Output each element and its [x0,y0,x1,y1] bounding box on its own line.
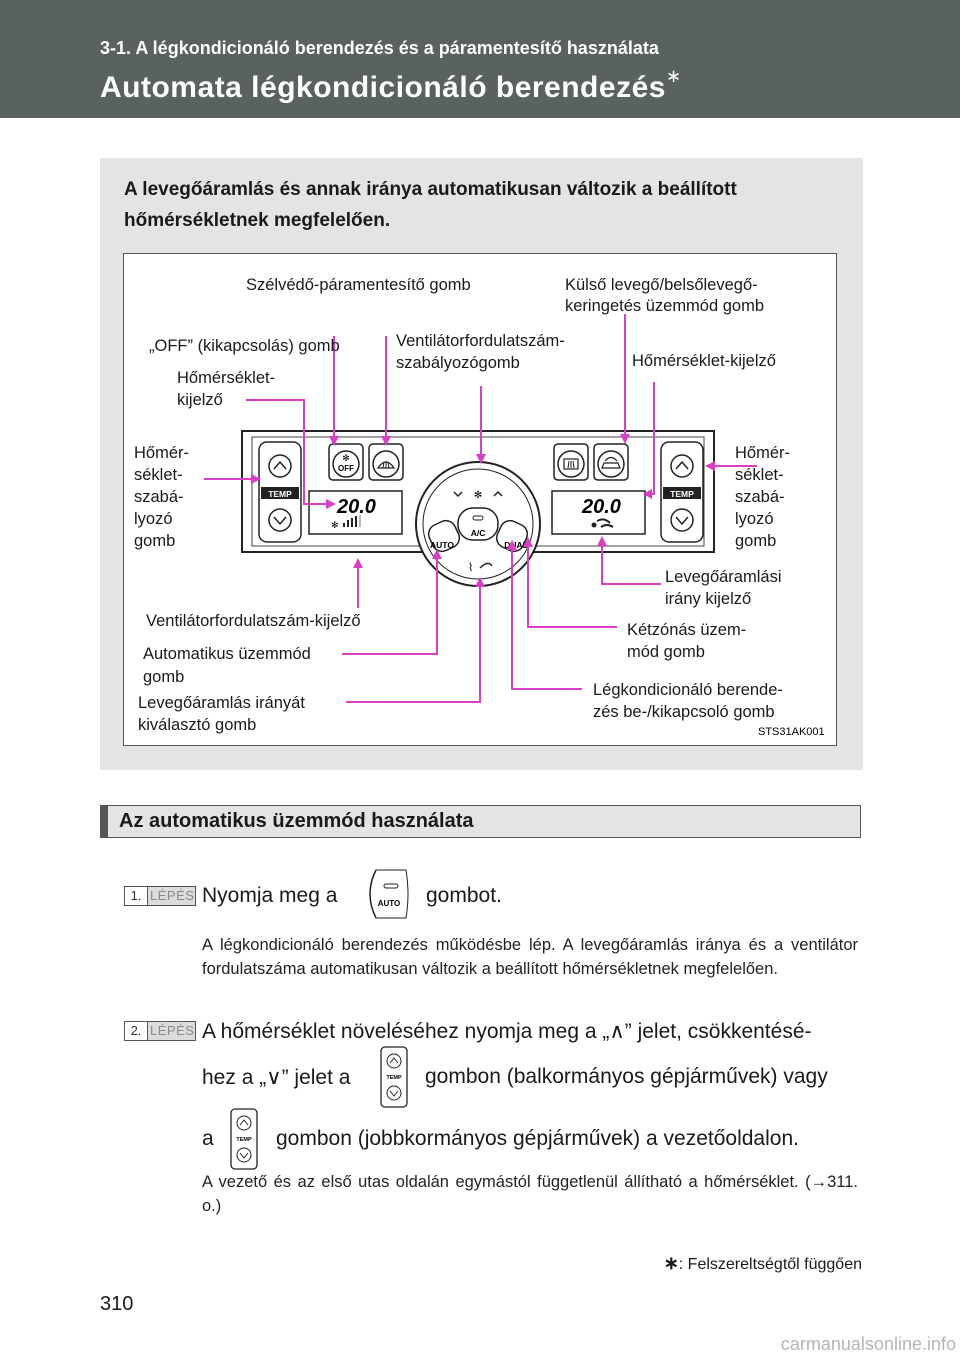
page-header: 3-1. A légkondicionáló berendezés és a p… [0,0,960,118]
step-2-line-2-before: hez a „∨” jelet a [202,1066,351,1089]
ac-label: A/C [471,528,486,538]
label-auto-mode-2: gomb [143,668,184,686]
panel-inner-outline [251,436,705,547]
step-2-number: 2. [125,1022,148,1040]
label-temp-ctrl-left-0: Hőmér- [134,444,189,462]
left-display: 20.0 ✻ [308,490,403,535]
label-fan-ctrl-2: szabályozógomb [396,354,520,372]
label-windshield-defog: Szélvédő-páramentesítő gomb [246,276,471,294]
right-display: 20.0 [551,490,646,535]
step-2-line-1: A hőmérséklet növeléséhez nyomja meg a „… [202,1020,812,1043]
label-temp-ctrl-left-3: lyozó [134,510,173,528]
off-label: OFF [338,464,354,473]
central-dial: ✻ A/C AUTO DUAL ⌇ [415,461,541,587]
temp-button-icon-rhd: TEMP [230,1108,258,1170]
temp-button-icon-lhd: TEMP [380,1046,408,1108]
label-temp-ctrl-right-2: szabá- [735,488,785,506]
label-temp-display-left-2: kijelző [177,391,223,409]
label-off-button: „OFF” (kikapcsolás) gomb [149,337,340,355]
step-1-label: LÉPÉS [150,888,195,903]
auto-label: AUTO [430,540,454,550]
auto-button-icon-label: AUTO [378,899,401,908]
label-temp-ctrl-right-4: gomb [735,532,776,550]
label-ac-onoff-2: zés be-/kikapcsoló gomb [593,703,775,721]
svg-text:✻: ✻ [331,520,339,530]
auto-button-icon: AUTO [369,869,409,919]
step-2-badge: 2. LÉPÉS [124,1021,196,1041]
footnote-mark: ∗ [663,1253,679,1273]
label-temp-ctrl-right-1: séklet- [735,466,784,484]
section-accent [101,806,108,837]
label-temp-ctrl-right-0: Hőmér- [735,444,790,462]
front-defog-button-shape [368,443,404,481]
control-panel-diagram: TEMP OFF ✻ 20.0 ✻ ✻ A/C AUTO D [134,276,825,738]
temp-icon-rhd-label: TEMP [236,1137,252,1143]
right-display-value: 20.0 [581,496,621,518]
label-temp-display-right: Hőmérséklet-kijelző [632,352,776,370]
label-temp-ctrl-left-4: gomb [134,532,175,550]
figure-code: STS31AK001 [758,726,825,738]
step-1-text-before: Nyomja meg a [202,884,338,907]
step-1-text-after: gombot. [426,884,502,907]
page-title: Automata légkondicionáló berendezés∗ [100,66,682,105]
title-footnote-mark: ∗ [665,66,682,86]
step-2-line-3-after: gombon (jobbkormányos gépjárművek) a vez… [276,1127,799,1150]
watermark: carmanualsonline.info [780,1334,956,1354]
step-2-line-3-before: a [202,1127,214,1150]
label-fan-ctrl-1: Ventilátorfordulatszám- [396,332,565,350]
label-dual-zone-2: mód gomb [627,643,705,661]
temp-label-right: TEMP [670,489,694,499]
rear-defog-button-shape [553,443,589,481]
left-display-value: 20.0 [336,496,376,518]
figure-labels: Szélvédő-páramentesítő gomb Külső levegő… [134,276,790,734]
label-auto-mode-1: Automatikus üzemmód [143,645,311,663]
label-airflow-select-2: kiválasztó gomb [138,716,256,734]
step-2-line-2-after: gombon (balkormányos gépjárművek) vagy [425,1065,828,1088]
svg-text:⌇: ⌇ [468,562,473,574]
label-temp-ctrl-left-1: séklet- [134,466,183,484]
footnote: ∗: Felszereltségtől függően [664,1253,862,1274]
label-temp-display-left-1: Hőmérséklet- [177,369,275,387]
label-fan-speed-display: Ventilátorfordulatszám-kijelző [146,612,361,630]
intro-text: A levegőáramlás és annak iránya automati… [124,179,737,231]
off-button-shape: OFF ✻ [328,443,364,481]
recirculation-button-shape [593,443,629,481]
temp-icon-lhd-label: TEMP [386,1075,402,1081]
dual-label: DUAL [504,540,528,550]
label-airflow-dir-display-1: Levegőáramlási [665,568,781,586]
temp-label-left: TEMP [268,489,292,499]
step-1-badge: 1. LÉPÉS [124,886,196,906]
label-outside-air-1: Külső levegő/belsőlevegő- [565,276,758,294]
step-1-number: 1. [125,887,148,905]
label-temp-ctrl-left-2: szabá- [134,488,184,506]
page-number: 310 [100,1293,134,1315]
footnote-text: : Felszereltségtől függően [678,1256,862,1273]
temp-control-right: TEMP [660,441,704,543]
step-1-detail: A légkondicionáló berendezés működésbe l… [202,936,858,978]
control-panel-figure: TEMP OFF ✻ 20.0 ✻ ✻ A/C AUTO D [123,253,837,746]
step-2-detail: A vezető és az első utas oldalán egymást… [202,1173,858,1215]
svg-text:✻: ✻ [474,490,482,501]
label-dual-zone-1: Kétzónás üzem- [627,621,746,639]
label-ac-onoff-1: Légkondicionáló berende- [593,681,783,699]
step-2-label: LÉPÉS [150,1023,195,1038]
chapter-subtitle: 3-1. A légkondicionáló berendezés és a p… [100,38,659,58]
page-title-text: Automata légkondicionáló berendezés [100,71,666,104]
temp-control-left: TEMP [258,441,302,543]
section-title: Az automatikus üzemmód használata [119,810,474,832]
label-airflow-dir-display-2: irány kijelző [665,590,751,608]
label-temp-ctrl-right-3: lyozó [735,510,774,528]
label-airflow-select-1: Levegőáramlás irányát [138,694,305,712]
label-outside-air-2: keringetés üzemmód gomb [565,297,764,315]
svg-text:✻: ✻ [342,453,350,463]
leader-lines [204,314,757,703]
section-header: Az automatikus üzemmód használata [100,805,861,838]
leader-arrows [251,434,715,587]
